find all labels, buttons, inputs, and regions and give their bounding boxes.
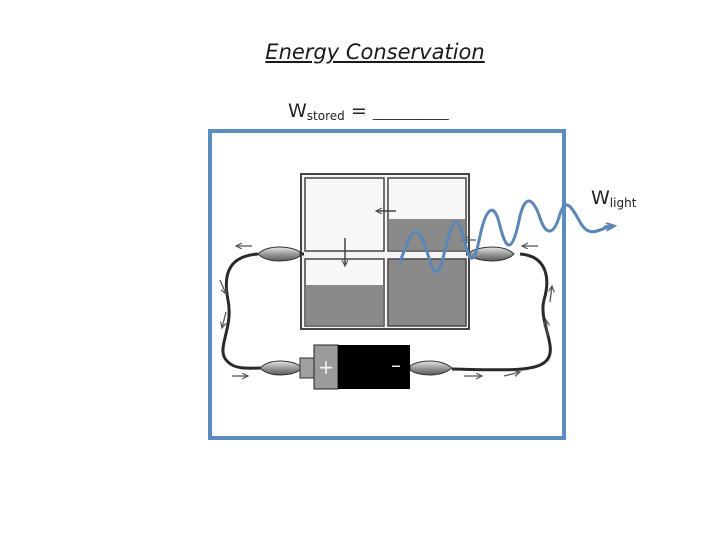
current-arrow xyxy=(550,286,552,303)
w-stored-equals: = xyxy=(350,100,367,122)
current-arrow xyxy=(219,279,226,294)
w-stored-subscript: stored xyxy=(306,109,345,123)
chamber-bottom-right xyxy=(387,258,467,327)
water-container xyxy=(300,173,470,330)
w-light-symbol: W xyxy=(591,187,610,209)
w-stored-symbol: W xyxy=(288,100,307,122)
w-light-label: Wlight xyxy=(591,187,636,210)
current-arrows xyxy=(219,240,552,376)
w-stored-blank: _______________ xyxy=(372,106,449,120)
current-arrow xyxy=(503,372,520,376)
current-arrow xyxy=(546,320,548,337)
system-boundary-box xyxy=(208,129,566,440)
current-arrow xyxy=(222,311,227,328)
clip-top-left xyxy=(257,246,301,262)
battery-minus-sign: – xyxy=(391,353,401,377)
battery-positive-end xyxy=(313,344,339,390)
w-stored-label: Wstored = _______________ xyxy=(288,100,449,123)
w-light-subscript: light xyxy=(609,196,637,210)
clip-bottom-right xyxy=(409,360,453,376)
diagram-title: Energy Conservation xyxy=(265,40,485,64)
light-wave-arrowhead xyxy=(603,226,614,227)
clip-top-right xyxy=(469,246,515,262)
battery-plus-sign: + xyxy=(318,355,335,379)
light-wave xyxy=(398,199,614,274)
clip-bottom-left xyxy=(259,360,301,376)
battery-negative-end xyxy=(338,345,410,389)
battery: + – xyxy=(299,344,410,390)
